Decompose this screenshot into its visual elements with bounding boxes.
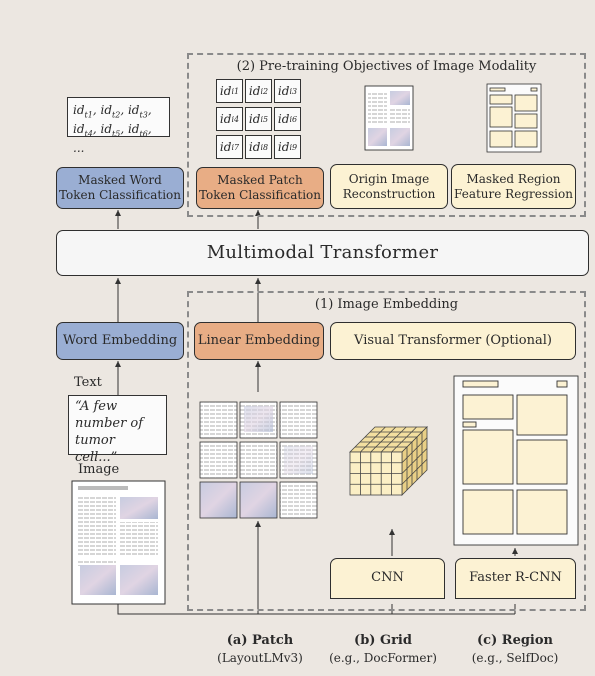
faster-rcnn-box: Faster R-CNN	[455, 558, 576, 599]
visual-transformer-box: Visual Transformer (Optional)	[330, 322, 576, 360]
multimodal-transformer-box: Multimodal Transformer	[56, 230, 589, 276]
word-embedding-box: Word Embedding	[56, 322, 184, 360]
text-input-quote: “A few number of tumor cell...”	[68, 395, 167, 465]
image-embedding-region	[187, 291, 586, 611]
masked-region-thumbnail	[486, 83, 542, 153]
text-label: Text	[74, 375, 102, 390]
patch-caption: (a) Patch	[226, 633, 294, 648]
pretraining-title: (2) Pre-training Objectives of Image Mod…	[236, 59, 537, 74]
cnn-box: CNN	[330, 558, 445, 599]
linear-embedding-box: Linear Embedding	[194, 322, 324, 360]
region-caption: (c) Region	[477, 633, 553, 648]
pretraining-objectives-region	[187, 53, 586, 217]
region-caption-sub: (e.g., SelfDoc)	[471, 651, 559, 665]
flow-arrows	[115, 210, 518, 614]
image-embedding-title: (1) Image Embedding	[314, 297, 459, 312]
origin-image-thumbnail	[364, 85, 414, 151]
patch-caption-sub: (LayoutLMv3)	[217, 651, 303, 665]
image-label: Image	[78, 462, 120, 477]
grid-caption: (b) Grid	[354, 633, 412, 648]
region-layout	[453, 375, 579, 546]
input-document-image	[71, 480, 166, 605]
grid-caption-sub: (e.g., DocFormer)	[329, 651, 437, 665]
grid-feature-cube	[349, 426, 428, 496]
word-token-ids: idt1, idt2, idt3, idt4, idt5, idt6, ...	[67, 97, 170, 155]
patch-grid	[199, 401, 318, 519]
